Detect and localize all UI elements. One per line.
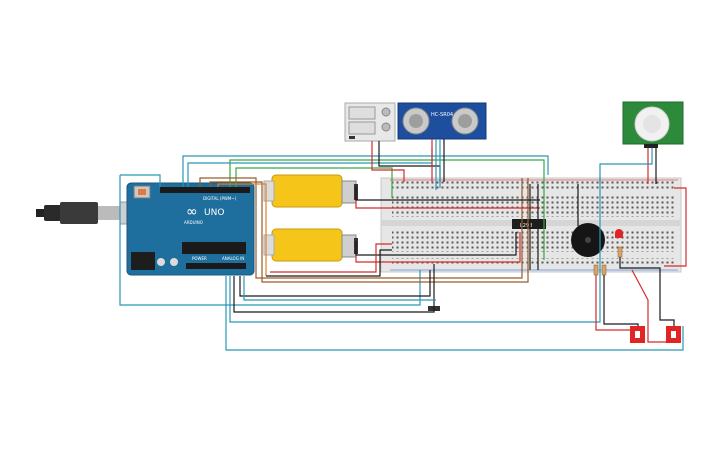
driver-ic-label: L298: [520, 223, 532, 229]
wire-brown-2[interactable]: [209, 178, 529, 283]
ultrasonic-sensor[interactable]: HC-SR04: [397, 102, 487, 140]
wire-black-1[interactable]: [378, 141, 441, 182]
arduino-brand-text: ARDUINO: [184, 220, 203, 225]
arduino-analog-label: ANALOG IN: [222, 256, 244, 261]
motor-driver-ic[interactable]: L298: [512, 219, 546, 229]
dc-motor-bottom[interactable]: [263, 228, 358, 262]
wire-green-1[interactable]: [229, 159, 545, 260]
wire-red-7[interactable]: [595, 275, 630, 331]
arduino-logo: ∞: [186, 204, 198, 220]
wire-brown-1[interactable]: [199, 177, 523, 279]
wire-black-7[interactable]: [239, 270, 431, 297]
push-button-2[interactable]: [666, 326, 681, 343]
wire-red-9[interactable]: [664, 187, 687, 267]
push-button-1[interactable]: [630, 326, 645, 343]
resistor-1[interactable]: [593, 264, 599, 276]
resistor-2[interactable]: [601, 264, 607, 276]
wire-teal-9[interactable]: [243, 276, 436, 301]
red-led-icon[interactable]: [615, 229, 623, 238]
wire-teal-10[interactable]: [599, 148, 653, 184]
wire-red-1[interactable]: [371, 141, 405, 182]
piezo-buzzer-icon[interactable]: [571, 223, 605, 257]
battery-pack[interactable]: [344, 102, 396, 142]
ultrasonic-label: HC-SR04: [431, 112, 453, 118]
arduino-power-label: POWER: [192, 256, 207, 261]
wire-red-8[interactable]: [631, 269, 666, 343]
wire-black-3[interactable]: [355, 187, 540, 201]
wire-teal-3[interactable]: [119, 175, 421, 306]
dc-motor-top[interactable]: [263, 174, 358, 208]
wire-teal-8[interactable]: [225, 276, 684, 351]
wire-teal-1[interactable]: [182, 155, 549, 187]
resistor-3[interactable]: [617, 246, 623, 258]
pir-sensor-icon[interactable]: [622, 101, 684, 148]
wires: [119, 139, 687, 351]
arduino-digital-label: DIGITAL (PWM~): [203, 196, 237, 201]
wire-teal-4[interactable]: [120, 174, 161, 187]
wire-black-5[interactable]: [266, 249, 392, 277]
arduino-model-label: UNO: [204, 208, 224, 218]
wire-black-10[interactable]: [619, 257, 675, 326]
wire-black-4[interactable]: [355, 232, 517, 256]
wire-teal-7[interactable]: [229, 178, 601, 323]
arduino-uno-board[interactable]: ∞ UNO DIGITAL (PWM~) ARDUINO POWER ANALO…: [126, 182, 255, 276]
wire-red-5[interactable]: [270, 243, 392, 273]
wire-orange-1[interactable]: [217, 183, 267, 276]
wire-black-9[interactable]: [603, 275, 639, 326]
wire-black-6[interactable]: [233, 264, 435, 313]
